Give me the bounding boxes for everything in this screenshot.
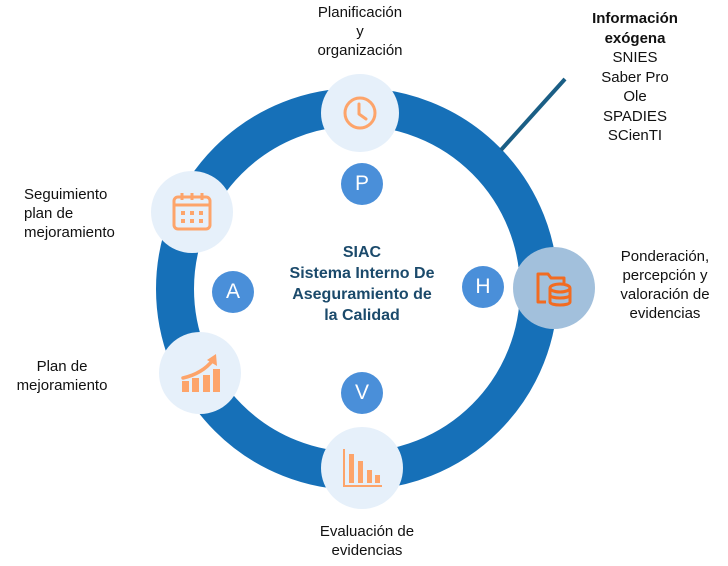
- external-info-title: exógena: [604, 29, 666, 47]
- stage-label-evaluacion: Evaluación de evidencias: [297, 522, 437, 560]
- phase-letter: P: [354, 172, 369, 195]
- label-line: evidencias: [331, 542, 403, 559]
- external-source: SNIES: [612, 49, 658, 66]
- external-info-connector: [499, 77, 567, 152]
- label-line: Ponderación,: [620, 248, 710, 265]
- label-line: mejoramiento: [16, 377, 108, 394]
- label-line: Seguimiento: [24, 186, 108, 203]
- folder-database-icon: [536, 272, 572, 307]
- center-title-line: Aseguramiento de: [292, 286, 432, 303]
- stage-label-plan-mejoramiento: Plan de mejoramiento: [0, 357, 124, 395]
- stage-node-ponderacion[interactable]: [513, 247, 595, 329]
- label-line: Planificación: [317, 4, 403, 21]
- phase-circle-v[interactable]: V: [341, 372, 383, 414]
- stage-label-ponderacion: Ponderación, percepción y valoración de …: [605, 247, 725, 323]
- clock-icon: [343, 96, 377, 130]
- label-line: mejoramiento: [24, 224, 115, 241]
- label-line: evidencias: [629, 305, 701, 322]
- stage-node-plan-mejoramiento[interactable]: [159, 332, 241, 414]
- growth-chart-icon: [181, 354, 220, 392]
- center-title-line: Sistema Interno De: [289, 265, 435, 282]
- external-source: Saber Pro: [601, 68, 669, 86]
- phase-letter: V: [354, 381, 369, 404]
- external-source: SPADIES: [603, 107, 667, 125]
- external-info-box: Información exógena SNIES Saber Pro Ole …: [560, 9, 710, 146]
- phase-letter: H: [475, 275, 491, 298]
- phase-letter: A: [225, 280, 240, 303]
- label-line: Plan de: [36, 358, 88, 375]
- label-line: y: [356, 23, 364, 40]
- center-title-line: SIAC: [342, 244, 382, 261]
- label-line: Evaluación de: [319, 523, 415, 540]
- label-line: organización: [317, 42, 403, 59]
- calendar-icon: [172, 193, 212, 231]
- bar-chart-icon: [343, 449, 382, 487]
- label-line: valoración de: [620, 286, 710, 303]
- stage-node-evaluacion[interactable]: [321, 427, 403, 509]
- phase-circle-h[interactable]: H: [462, 266, 504, 308]
- stage-label-seguimiento: Seguimiento plan de mejoramiento: [24, 185, 134, 242]
- stage-label-planificacion: Planificación y organización: [290, 3, 430, 60]
- phase-circle-a[interactable]: A: [212, 271, 254, 313]
- external-source: Ole: [623, 88, 647, 105]
- stage-node-planificacion[interactable]: [321, 74, 399, 152]
- external-source: SCienTI: [607, 127, 663, 144]
- center-title: SIAC Sistema Interno De Aseguramiento de…: [257, 242, 467, 326]
- center-title-line: la Calidad: [324, 307, 400, 324]
- stage-node-seguimiento[interactable]: [151, 171, 233, 253]
- external-info-title: Información: [592, 10, 678, 27]
- phase-circle-p[interactable]: P: [341, 163, 383, 205]
- label-line: plan de: [24, 205, 74, 222]
- label-line: percepción y: [622, 267, 708, 284]
